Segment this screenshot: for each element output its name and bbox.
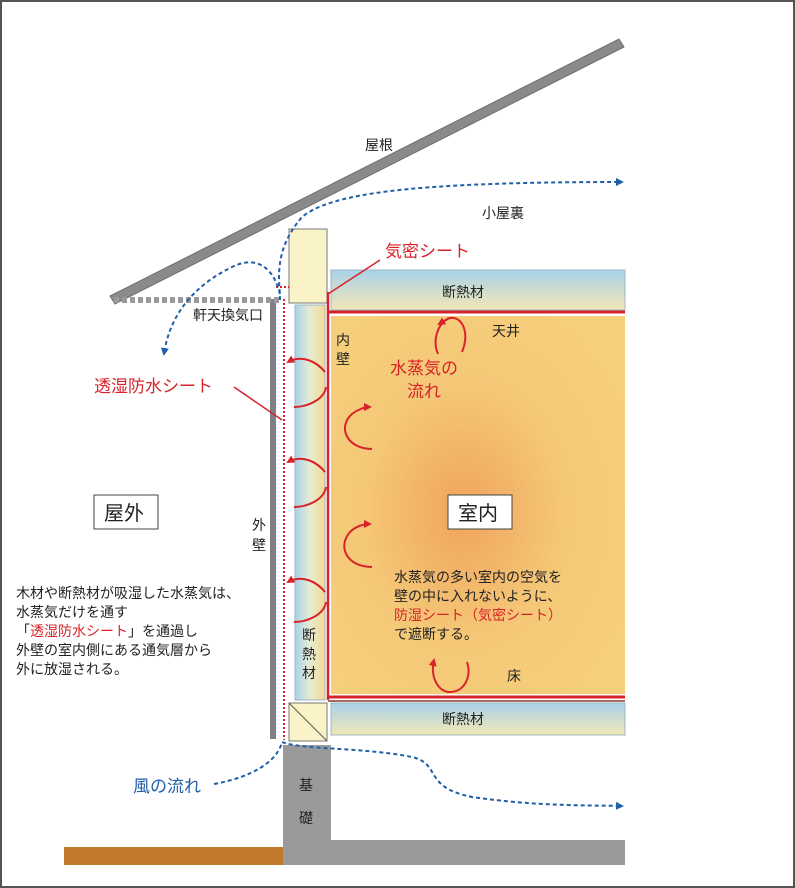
indoor-note-line-1: 水蒸気の多い室内の空気を [394,569,562,586]
foundation-slab [331,840,625,865]
foundation-label-2: 礎 [299,811,313,827]
wall-insulation-label-3: 材 [302,666,316,682]
outdoor-note-line-1: 木材や断熱材が吸湿した水蒸気は、 [16,586,240,602]
foundation [283,745,331,865]
foundation-label-1: 基 [299,777,313,794]
outer-wall-label-1: 外 [252,518,266,534]
indoor-note-line-4: で遮断する。 [394,627,478,643]
moisture-permeable-sheet-label: 透湿防水シート [94,377,213,397]
ground [64,847,284,865]
floor-insulation [330,702,626,736]
inner-wall-label-2: 壁 [336,352,350,368]
ceiling-insulation [330,269,626,311]
attic-label: 小屋裏 [482,205,524,222]
roof-label: 屋根 [365,138,393,154]
ceiling-insulation-label: 断熱材 [442,285,484,301]
outdoor-note-line-5: 外に放湿される。 [16,662,128,678]
wind-flow-label: 風の流れ [133,777,201,797]
floor-label: 床 [507,669,521,685]
outdoor-box [93,494,159,530]
vapor-flow-label-1: 水蒸気の [390,359,458,379]
eave-vent-label: 軒天換気口 [193,308,263,324]
indoor-box [447,494,513,530]
roof [109,38,625,305]
airtight-sheet-label: 気密シート [385,242,470,262]
indoor-note-line-3: 防湿シート（気密シート） [394,607,562,624]
indoor-label: 室内 [458,501,498,525]
outdoor-note-line-2: 水蒸気だけを通す [16,605,128,621]
inner-wall-label-1: 内 [336,333,350,349]
floor-insulation-label: 断熱材 [442,712,484,728]
outer-wall-board [270,299,276,739]
vapor-flow-label-2: 流れ [407,382,441,402]
outdoor-note: 木材や断熱材が吸湿した水蒸気は、 水蒸気だけを通す 「透湿防水シート」を通過し … [16,586,240,678]
indoor-note-line-2: 壁の中に入れないように、 [394,589,561,605]
outer-wall-label-2: 壁 [252,538,266,554]
outdoor-note-line-3: 「透湿防水シート」を通過し [16,624,198,640]
wall-insulation-label-1: 断 [302,628,316,644]
top-plate [288,228,328,304]
wall-insulation-label-2: 熱 [302,647,316,663]
indoor-note: 水蒸気の多い室内の空気を 壁の中に入れないように、 防湿シート（気密シート） で… [394,569,562,643]
outdoor-label: 屋外 [104,501,144,525]
ceiling-label: 天井 [492,324,520,340]
outdoor-note-line-4: 外壁の室内側にある通気層から [16,642,212,659]
wall-insulation [294,304,326,701]
